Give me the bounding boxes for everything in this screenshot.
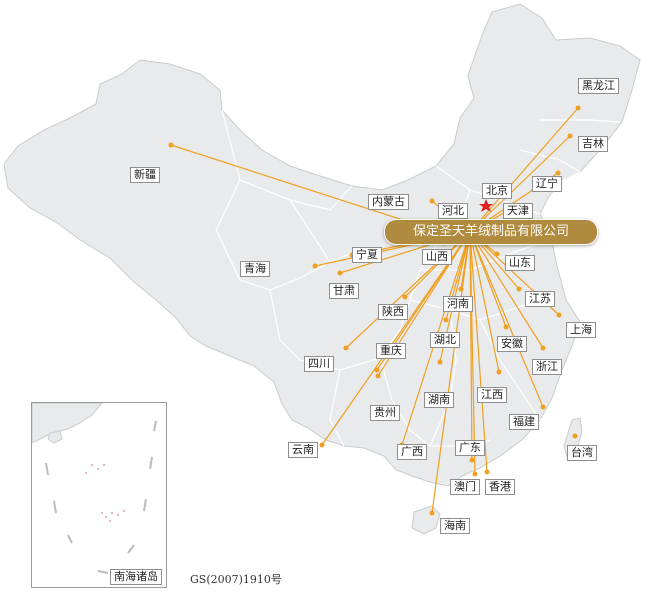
dot-liaoning [555,170,561,176]
dot-shanghai [556,312,562,318]
label-jilin: 吉林 [578,136,608,152]
dot-guizhou [375,373,381,379]
dot-aomen [472,471,478,477]
dot-taiwan [572,433,578,439]
hainan-island-shape [411,505,441,535]
dot-hunan [437,359,443,365]
label-taiwan: 台湾 [567,445,597,461]
label-gansu: 甘肃 [329,283,359,299]
dot-jilin [567,133,573,139]
label-guizhou: 贵州 [370,405,400,421]
inset-island-shape [47,430,63,444]
company-banner[interactable]: 保定圣天羊绒制品有限公司 [384,219,598,245]
dot-jiangsu [516,286,522,292]
map-approval-code: GS(2007)1910号 [190,573,282,586]
south-china-sea-inset [31,402,167,588]
label-shandong: 山东 [505,255,535,271]
label-tianjin: 天津 [503,203,533,219]
dot-anhui [503,324,509,330]
label-hubei: 湖北 [430,332,460,348]
nine-dash-line [45,420,157,574]
label-guangdong: 广东 [455,440,485,456]
dot-henan [458,286,464,292]
dot-jiangxi [496,369,502,375]
label-xinjiang: 新疆 [130,167,160,183]
dot-shaanxi [402,294,408,300]
label-jiangsu: 江苏 [525,291,555,307]
inset-coast-shape [31,402,104,444]
label-xianggang: 香港 [485,479,515,495]
label-qinghai: 青海 [240,261,270,277]
capital-star-icon [479,199,493,212]
label-anhui: 安徽 [497,336,527,352]
label-aomen: 澳门 [450,479,480,495]
dot-gansu [337,270,343,276]
label-heilongjiang: 黑龙江 [578,78,619,94]
dot-xinjiang [168,142,174,148]
label-shaanxi: 陕西 [378,304,408,320]
label-hebei: 河北 [438,203,468,219]
dot-guangdong [469,457,475,463]
label-guangxi: 广西 [397,444,427,460]
inset-islands-dots [85,464,125,522]
dot-fujian [540,404,546,410]
label-fujian: 福建 [509,414,539,430]
label-zhejiang: 浙江 [532,359,562,375]
label-shanxi: 山西 [422,249,452,265]
dot-heilongjiang [575,105,581,111]
label-neimenggu: 内蒙古 [368,194,409,210]
label-liaoning: 辽宁 [532,176,562,192]
label-sichuan: 四川 [304,356,334,372]
dot-hainan [429,510,435,516]
mainland-china-shape [3,3,641,487]
label-beijing: 北京 [482,183,512,199]
label-hainan: 海南 [440,518,470,534]
label-yunnan: 云南 [288,442,318,458]
south-china-sea-label: 南海诸岛 [110,569,162,585]
dot-shandong [494,251,500,257]
dot-neimenggu [429,198,435,204]
label-ningxia: 宁夏 [352,247,382,263]
label-jiangxi: 江西 [477,387,507,403]
label-chongqing: 重庆 [376,343,406,359]
dot-qinghai [312,263,318,269]
label-shanghai: 上海 [566,322,596,338]
label-hunan: 湖南 [424,392,454,408]
dot-yunnan [319,442,325,448]
dot-sichuan [343,345,349,351]
dot-chongqing [374,367,380,373]
dot-xianggang [484,469,490,475]
inset-map [31,402,157,574]
label-henan: 河南 [443,296,473,312]
dot-zhejiang [540,345,546,351]
dot-hubei [443,317,449,323]
